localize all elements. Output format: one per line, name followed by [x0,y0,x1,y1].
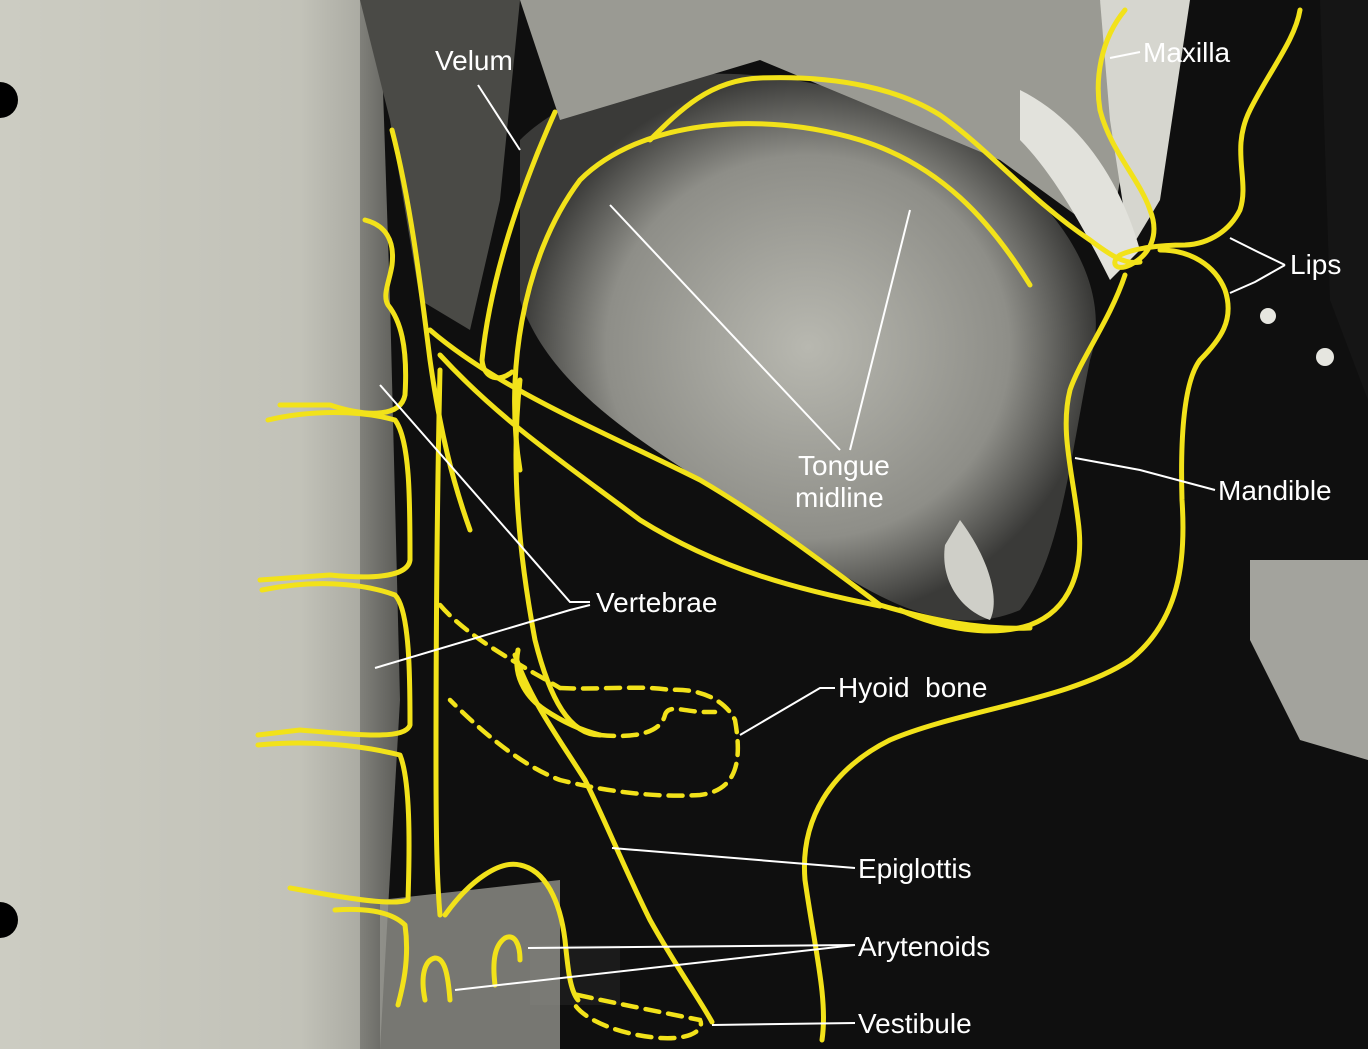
hyoid-label: Hyoid bone [838,672,987,703]
maxilla-label: Maxilla [1143,37,1231,68]
tongue-label-line1: Tongue [798,450,890,481]
epiglottis-label: Epiglottis [858,853,972,884]
vestibule-label: Vestibule [858,1008,972,1039]
velum-label: Velum [435,45,513,76]
mandible-label: Mandible [1218,475,1332,506]
arytenoids-label: Arytenoids [858,931,990,962]
vertebrae-label: Vertebrae [596,587,717,618]
tongue-label-line2: midline [795,482,884,513]
lips-label: Lips [1290,249,1341,280]
